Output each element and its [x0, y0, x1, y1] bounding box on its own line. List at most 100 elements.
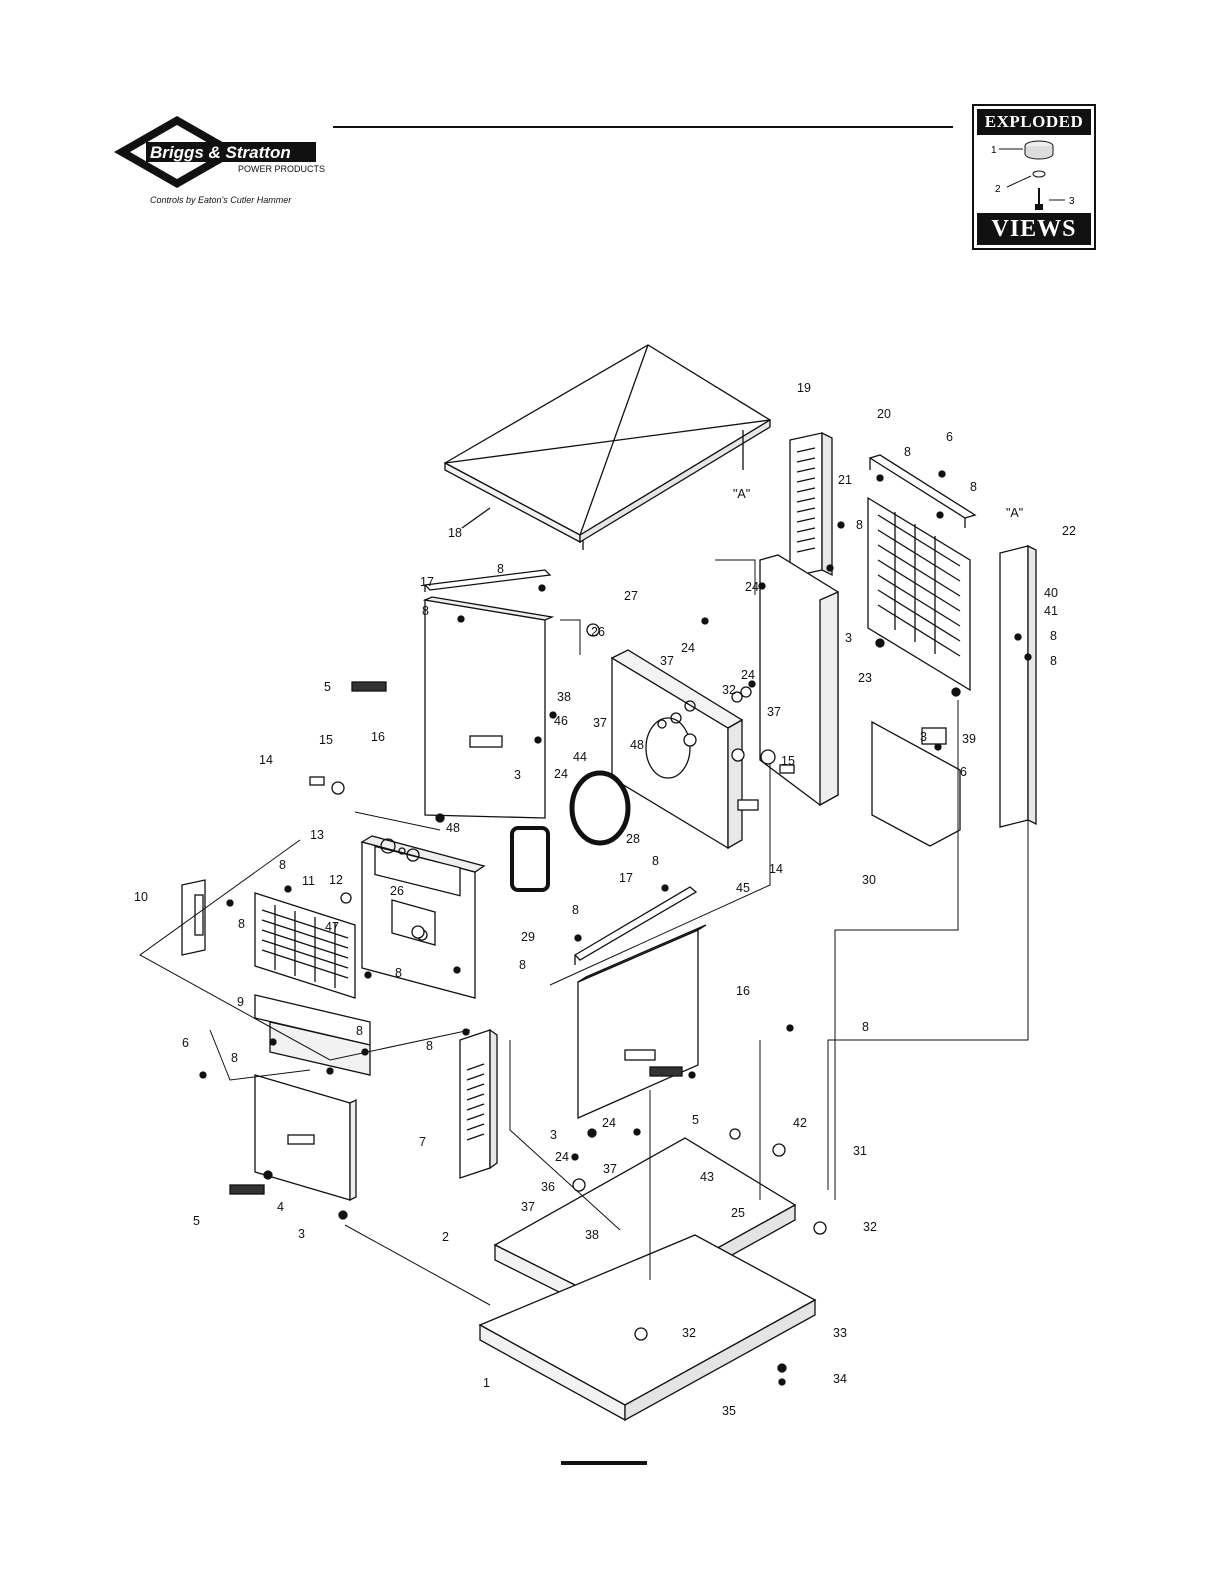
callout-5-lower: 5 [193, 1214, 200, 1228]
callout-28: 28 [626, 832, 640, 846]
callout-15-right: 15 [781, 754, 795, 768]
callout-5-side: 5 [692, 1113, 699, 1127]
callout-8-j: 8 [238, 917, 245, 931]
callout-16-upper: 16 [371, 730, 385, 744]
callout-38-b: 38 [585, 1228, 599, 1242]
callout-6-top: 6 [946, 430, 953, 444]
badge-callout-3: 3 [1069, 196, 1075, 207]
callout-8-o: 8 [426, 1039, 433, 1053]
brand-sub: POWER PRODUCTS [238, 164, 325, 174]
callout-2: 2 [442, 1230, 449, 1244]
callout-25: 25 [731, 1206, 745, 1220]
callout-8-i: 8 [652, 854, 659, 868]
corner-post-7 [459, 1028, 498, 1179]
callout-8-e: 8 [1050, 654, 1057, 668]
callout-4: 4 [277, 1200, 284, 1214]
panel-30 [871, 720, 961, 847]
callout-12: 12 [329, 873, 343, 887]
callout-21: 21 [838, 473, 852, 487]
callout-8-n: 8 [356, 1024, 363, 1038]
callout-8-m: 8 [395, 966, 402, 980]
callout-8-a: 8 [904, 445, 911, 459]
callout-24-e: 24 [602, 1116, 616, 1130]
callout-24-b: 24 [681, 641, 695, 655]
callout-42: 42 [793, 1116, 807, 1130]
callout-24-c: 24 [741, 668, 755, 682]
callout-14-right: 14 [769, 862, 783, 876]
exploded-diagram: 18 "A" 19 20 6 8 8 21 "A" 22 8 40 41 8 8… [130, 330, 1090, 1440]
side-panel-16-upper [422, 596, 555, 819]
corner-post-22 [999, 544, 1037, 828]
callout-16-lower: 16 [736, 984, 750, 998]
callout-20: 20 [877, 407, 891, 421]
callout-8-l: 8 [519, 958, 526, 972]
badge-mount-icon: 1 2 3 [991, 140, 1075, 210]
badge-callout-2: 2 [995, 184, 1001, 195]
strip-9 [254, 994, 371, 1076]
header-rule [333, 126, 953, 128]
callout-a-right: "A" [1006, 506, 1023, 520]
callout-11: 11 [302, 874, 315, 888]
callout-32-c: 32 [682, 1326, 696, 1340]
base-plate-1 [478, 1234, 817, 1422]
callout-8-g: 8 [422, 604, 429, 618]
post-10 [181, 879, 206, 956]
leader-lines [139, 559, 1029, 1306]
callout-45: 45 [736, 881, 750, 895]
callout-48-b: 48 [446, 821, 460, 835]
callout-40: 40 [1044, 586, 1058, 600]
callout-8-right: 8 [862, 1020, 869, 1034]
callout-3-c: 3 [514, 768, 521, 782]
callout-48-a: 48 [630, 738, 644, 752]
brand-tagline: Controls by Eaton's Cutler Hammer [150, 195, 292, 205]
callout-23: 23 [858, 671, 872, 685]
callout-46: 46 [554, 714, 568, 728]
callout-8-f: 8 [497, 562, 504, 576]
callout-32-a: 32 [722, 683, 736, 697]
callout-24-f: 24 [555, 1150, 569, 1164]
gasket-ring-28 [569, 770, 631, 846]
callout-3-b: 3 [920, 730, 927, 744]
callout-24-a: 24 [745, 580, 759, 594]
handle-5-upper [351, 681, 387, 692]
roof-panel-18 [443, 344, 772, 550]
callout-33: 33 [833, 1326, 847, 1340]
front-panel-4 [254, 1074, 357, 1202]
badge-callout-1: 1 [991, 145, 997, 156]
callout-15-left: 15 [319, 733, 333, 747]
callout-34: 34 [833, 1372, 847, 1386]
callout-8-d: 8 [1050, 629, 1057, 643]
callout-17-upper: 17 [420, 575, 434, 589]
callout-32-b: 32 [863, 1220, 877, 1234]
callout-39: 39 [962, 732, 976, 746]
callout-18: 18 [448, 526, 462, 540]
callout-27: 27 [624, 589, 638, 603]
callout-8-p: 8 [231, 1051, 238, 1065]
callout-14-left: 14 [259, 753, 273, 767]
handle-5-side [649, 1066, 683, 1077]
callout-37-d: 37 [603, 1162, 617, 1176]
callout-26-lower: 26 [390, 884, 404, 898]
control-panel-13 [360, 835, 486, 999]
louver-11 [254, 892, 356, 999]
bracket-20 [868, 454, 977, 528]
gasket-frame-29 [510, 826, 550, 892]
rear-louver-19 [789, 431, 833, 578]
callout-7: 7 [419, 1135, 426, 1149]
callout-6-left: 6 [182, 1036, 189, 1050]
callout-31: 31 [853, 1144, 867, 1158]
callout-19: 19 [797, 381, 811, 395]
rear-louver-21 [867, 496, 971, 692]
callout-1: 1 [483, 1376, 490, 1390]
callout-37-a: 37 [660, 654, 674, 668]
trim-17-upper [423, 569, 552, 592]
callout-26-upper: 26 [591, 625, 605, 639]
callout-24-d: 24 [554, 767, 568, 781]
switches [309, 749, 795, 795]
callout-8-c: 8 [856, 518, 863, 532]
callout-3-e: 3 [298, 1227, 305, 1241]
callout-10: 10 [134, 890, 148, 904]
callout-5-upper: 5 [324, 680, 331, 694]
callout-9: 9 [237, 995, 244, 1009]
callout-47: 47 [325, 920, 339, 934]
